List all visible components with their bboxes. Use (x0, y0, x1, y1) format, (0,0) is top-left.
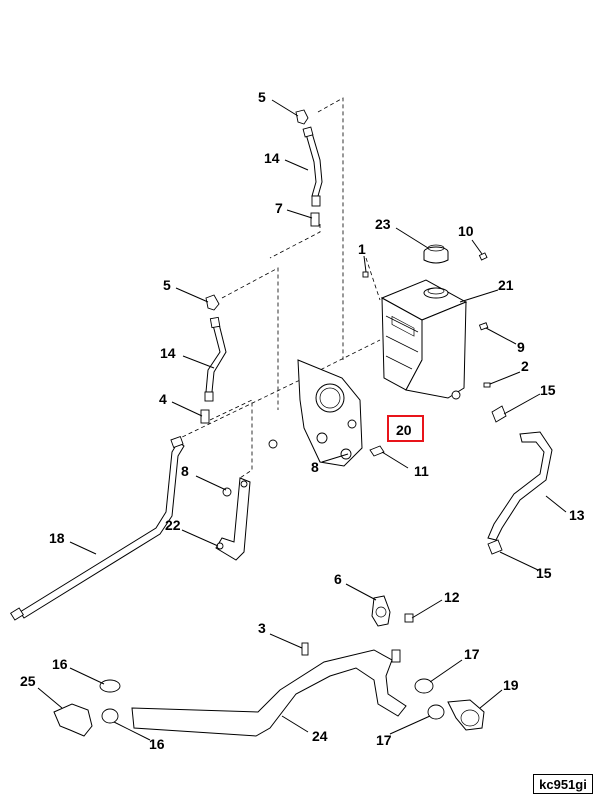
callout-5-left: 5 (163, 277, 171, 293)
clamp-6[interactable] (371, 595, 391, 627)
hose-18[interactable] (10, 435, 185, 621)
callout-14-left: 14 (160, 345, 176, 361)
callout-14-top: 14 (264, 150, 280, 166)
hose-clamp-16-top[interactable] (99, 679, 121, 693)
callout-7: 7 (275, 200, 283, 216)
callout-10: 10 (458, 223, 474, 239)
hose-14-left[interactable] (205, 323, 227, 393)
mounting-bracket-20[interactable] (297, 359, 363, 467)
callout-20-highlight (387, 415, 424, 442)
callout-8-bracket: 8 (311, 459, 319, 475)
callout-15-top: 15 (540, 382, 556, 398)
adapter-7[interactable] (310, 212, 320, 227)
diagram-reference-code: kc951gi (533, 774, 593, 794)
support-arm-22[interactable] (215, 477, 251, 561)
callout-11: 11 (414, 463, 429, 479)
screw-1[interactable] (362, 271, 369, 278)
hose-24-fitting (391, 649, 401, 663)
bolt-11[interactable] (369, 445, 385, 457)
coolant-hose-24[interactable] (131, 649, 407, 737)
screw-2[interactable] (483, 382, 491, 388)
nut-8-bracket[interactable] (268, 439, 278, 449)
callout-15-bottom: 15 (536, 565, 552, 581)
hose-13[interactable] (487, 431, 553, 541)
callout-12: 12 (444, 589, 460, 605)
callout-5-top: 5 (258, 89, 266, 105)
callout-4: 4 (159, 391, 167, 407)
screw-10[interactable] (478, 252, 488, 261)
callout-18: 18 (49, 530, 65, 546)
callout-17-top: 17 (464, 646, 480, 662)
callout-9: 9 (517, 339, 525, 355)
callout-17-bottom: 17 (376, 732, 392, 748)
hose-end-18-top (170, 435, 184, 449)
callout-3: 3 (258, 620, 266, 636)
assembly-guide-lines (175, 97, 381, 479)
filler-cap-23[interactable] (423, 244, 449, 264)
callout-leaders (37, 99, 567, 741)
callout-13: 13 (569, 507, 585, 523)
hose-clamp-17-bottom[interactable] (427, 704, 445, 720)
callout-2: 2 (521, 358, 529, 374)
elbow-fitting-5-left[interactable] (205, 294, 220, 311)
hose-14-top[interactable] (305, 132, 323, 197)
screw-9[interactable] (478, 322, 489, 331)
left-hose-assembly (200, 294, 227, 424)
hose-clamp-15-bottom[interactable] (487, 539, 503, 555)
elbow-19[interactable] (447, 699, 485, 731)
hose-end-18-bottom (10, 607, 24, 621)
callout-16-top: 16 (52, 656, 68, 672)
hose-end-14-top (302, 126, 314, 138)
upper-hose-assembly (295, 109, 323, 227)
screw-12[interactable] (404, 613, 414, 623)
callout-6: 6 (334, 571, 342, 587)
reservoir-tank-21[interactable] (380, 279, 468, 400)
hose-end-14-left-bottom (204, 391, 214, 402)
callout-24: 24 (312, 728, 328, 744)
callout-22: 22 (165, 517, 181, 533)
callout-20: 20 (396, 422, 412, 438)
hose-end-14-left-top (209, 316, 221, 329)
callout-8-support: 8 (181, 463, 189, 479)
callout-16-bottom: 16 (149, 736, 165, 752)
elbow-fitting-5-top[interactable] (295, 109, 309, 125)
hose-clamp-15-top[interactable] (491, 405, 507, 423)
tank-port (451, 390, 461, 400)
filler-neck (423, 287, 449, 299)
callout-labels: 5 14 7 23 10 1 5 21 9 14 2 15 4 20 8 11 … (20, 89, 585, 752)
callout-19: 19 (503, 677, 519, 693)
callout-25: 25 (20, 673, 36, 689)
hose-clamp-16-bottom[interactable] (101, 708, 119, 724)
elbow-25[interactable] (53, 703, 93, 737)
hose-end-14-bottom (311, 195, 321, 207)
callout-1: 1 (358, 241, 366, 257)
callout-23: 23 (375, 216, 391, 232)
screw-3[interactable] (301, 642, 309, 656)
adapter-4[interactable] (200, 409, 210, 424)
hose-clamp-17-top[interactable] (414, 678, 434, 694)
callout-21: 21 (498, 277, 514, 293)
